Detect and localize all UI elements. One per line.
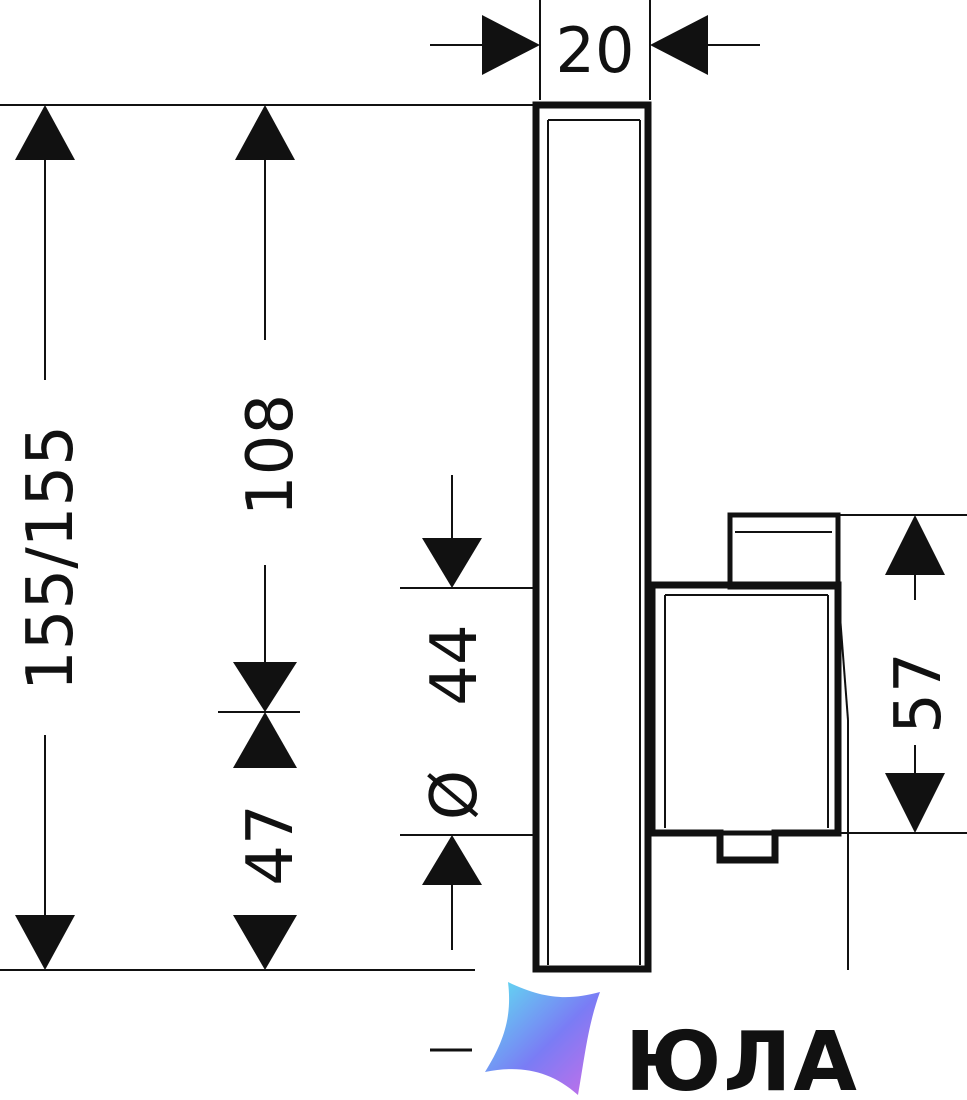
dimension-depth: 57 (882, 515, 956, 833)
dimension-width: 20 (430, 14, 760, 87)
diameter-label: 44 (418, 624, 492, 705)
dimension-total-height: 155/155 (14, 105, 88, 970)
thermostat-body (648, 512, 842, 864)
width-label: 20 (556, 14, 635, 87)
diameter-symbol: Ø (418, 770, 492, 820)
extension-lines (0, 0, 967, 971)
logo: ЮЛА (430, 982, 859, 1100)
upper-height-label: 108 (234, 394, 308, 516)
logo-text: ЮЛА (625, 1015, 859, 1100)
dimension-diameter: 44 Ø (418, 475, 492, 950)
cover-plate (532, 101, 652, 973)
depth-label: 57 (882, 652, 956, 733)
star-logo-icon (485, 982, 600, 1095)
total-height-label: 155/155 (14, 425, 88, 691)
lower-height-label: 47 (234, 804, 308, 885)
dimension-split-height: 108 47 (233, 105, 308, 970)
